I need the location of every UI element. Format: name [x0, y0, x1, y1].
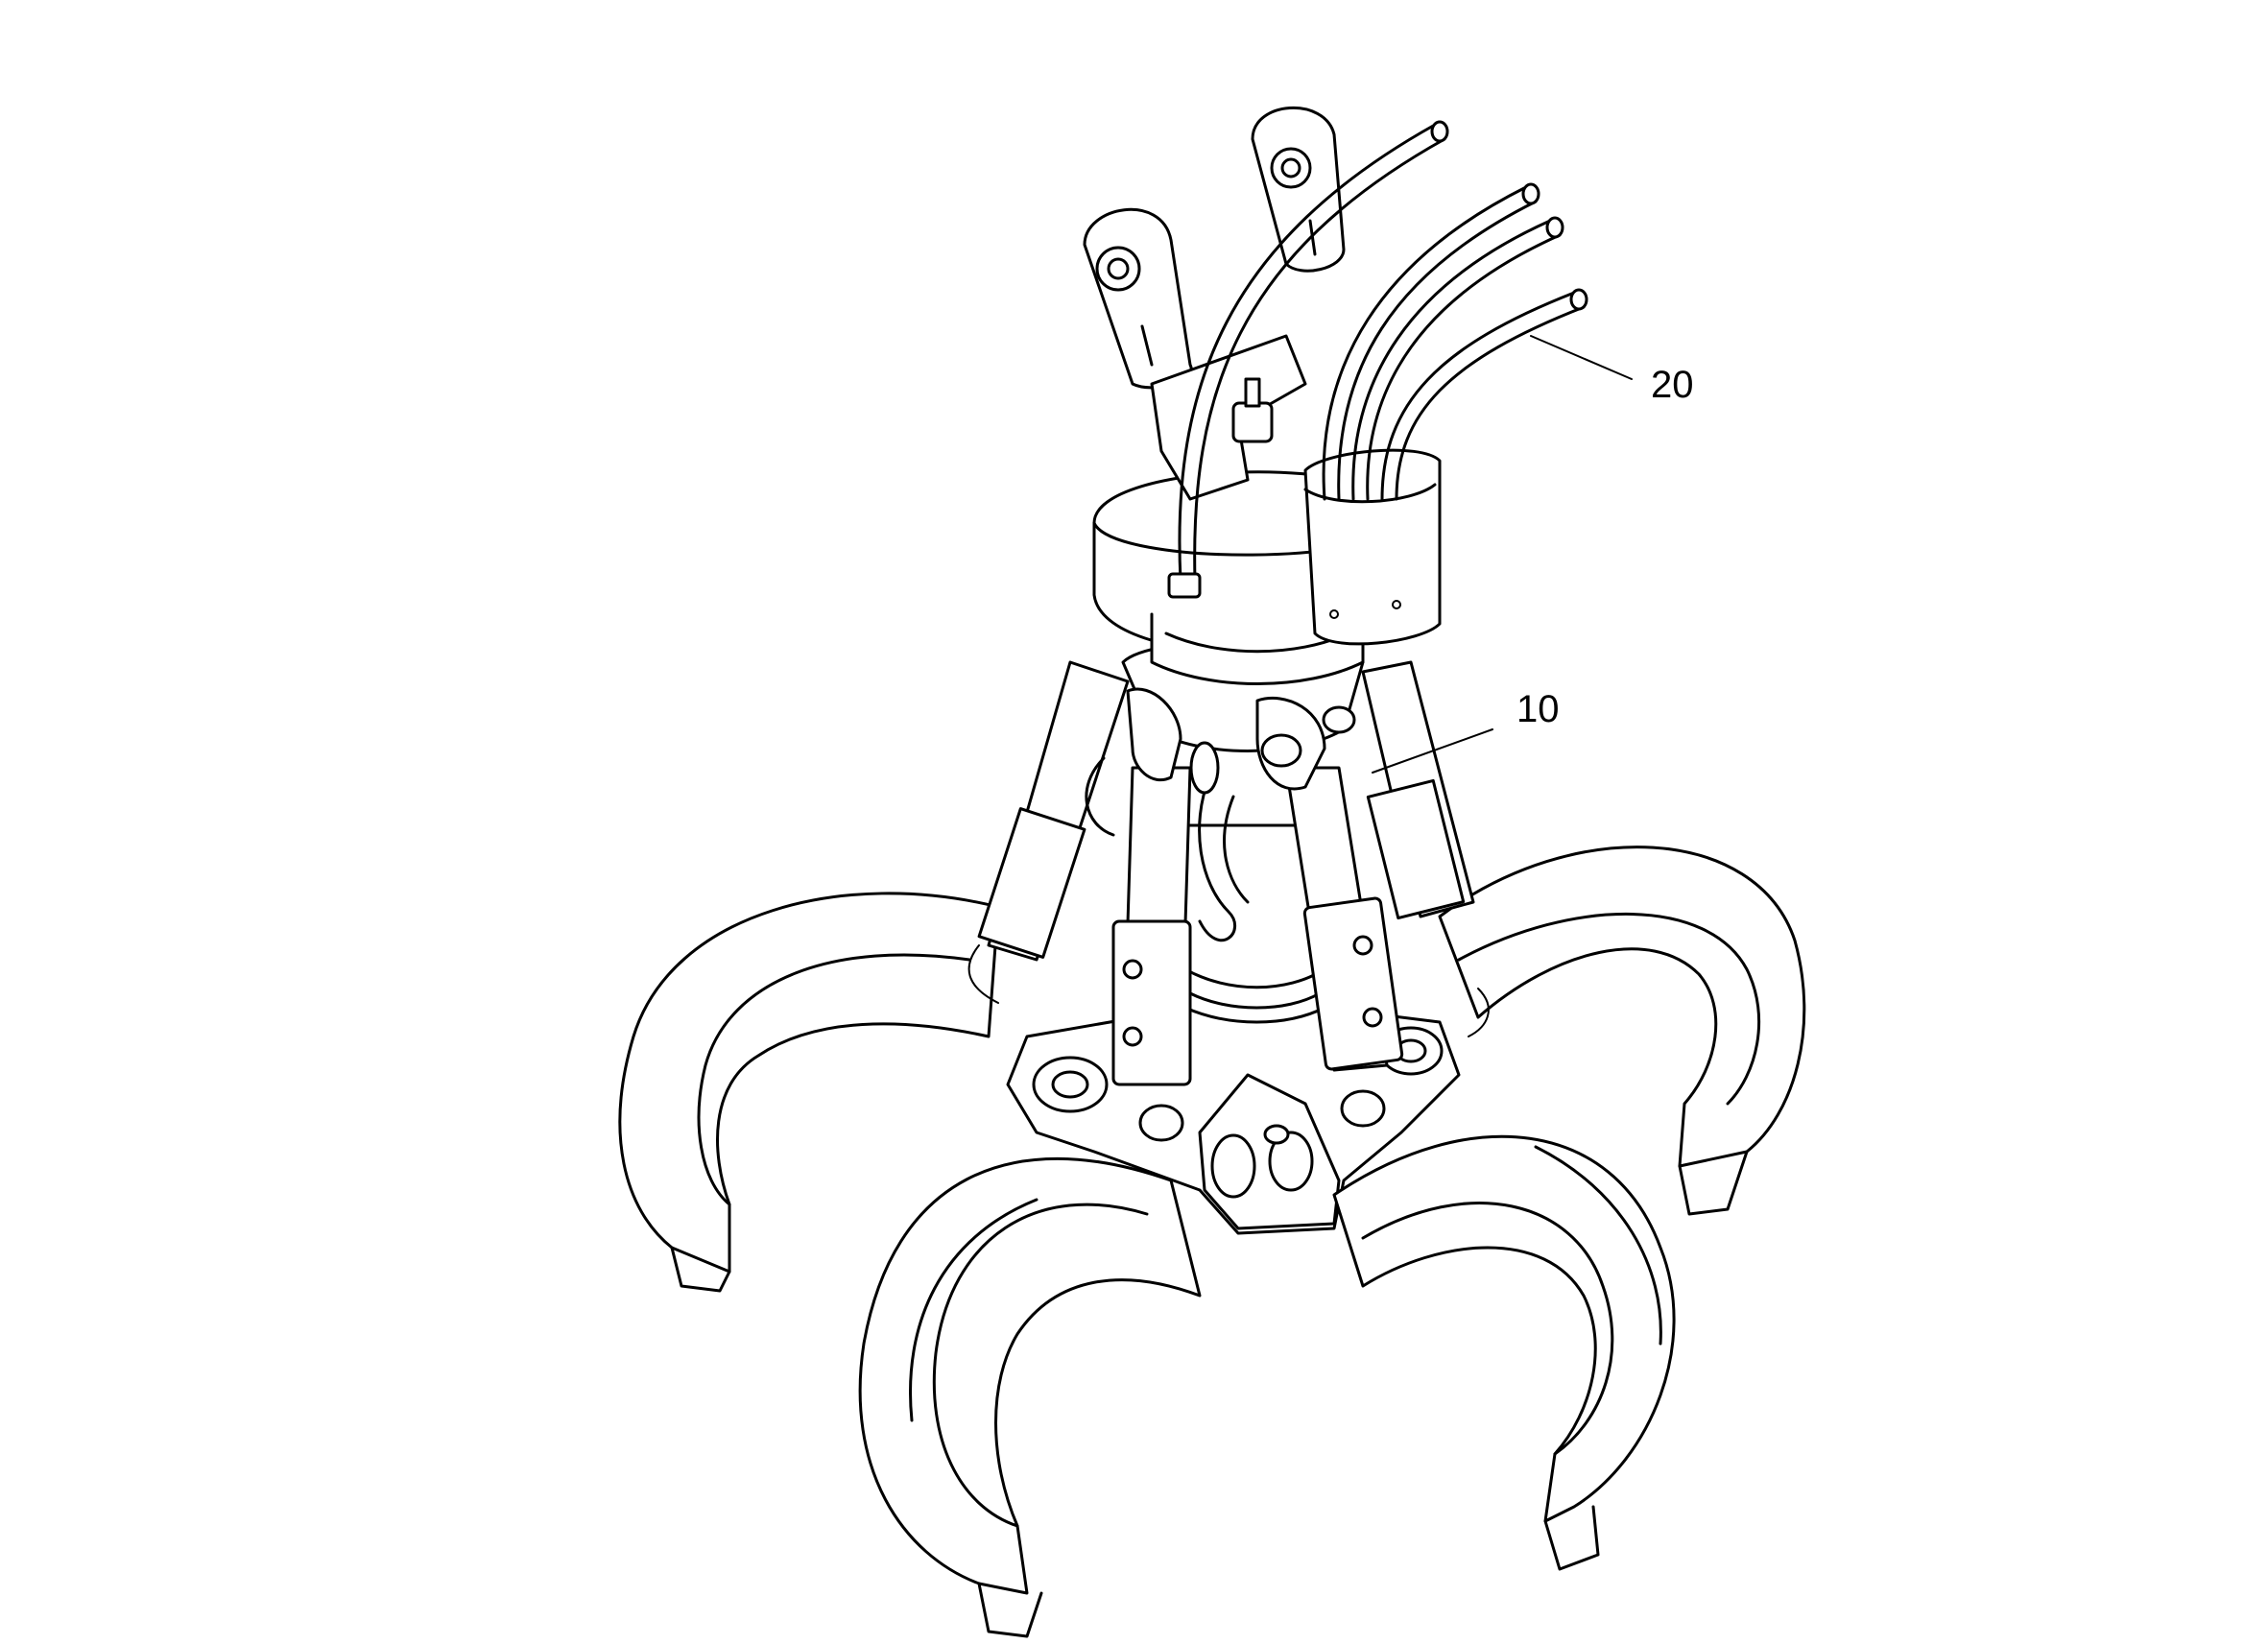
reference-label-20: 20: [1530, 335, 1694, 406]
rear-left-tine: [618, 892, 1000, 1293]
front-left-tine: [858, 1156, 1202, 1638]
hydraulic-cylinders: [977, 660, 1475, 1086]
ref-number-10: 10: [1516, 688, 1560, 730]
hydraulic-hoses: [1167, 120, 1588, 599]
ref-number-20: 20: [1651, 364, 1694, 406]
hose-guard: [1303, 448, 1442, 646]
reference-label-10: 10: [1372, 688, 1560, 774]
front-right-tine: [1332, 1134, 1676, 1571]
rear-right-tine: [1438, 846, 1806, 1216]
mounting-brackets: [1083, 106, 1346, 501]
